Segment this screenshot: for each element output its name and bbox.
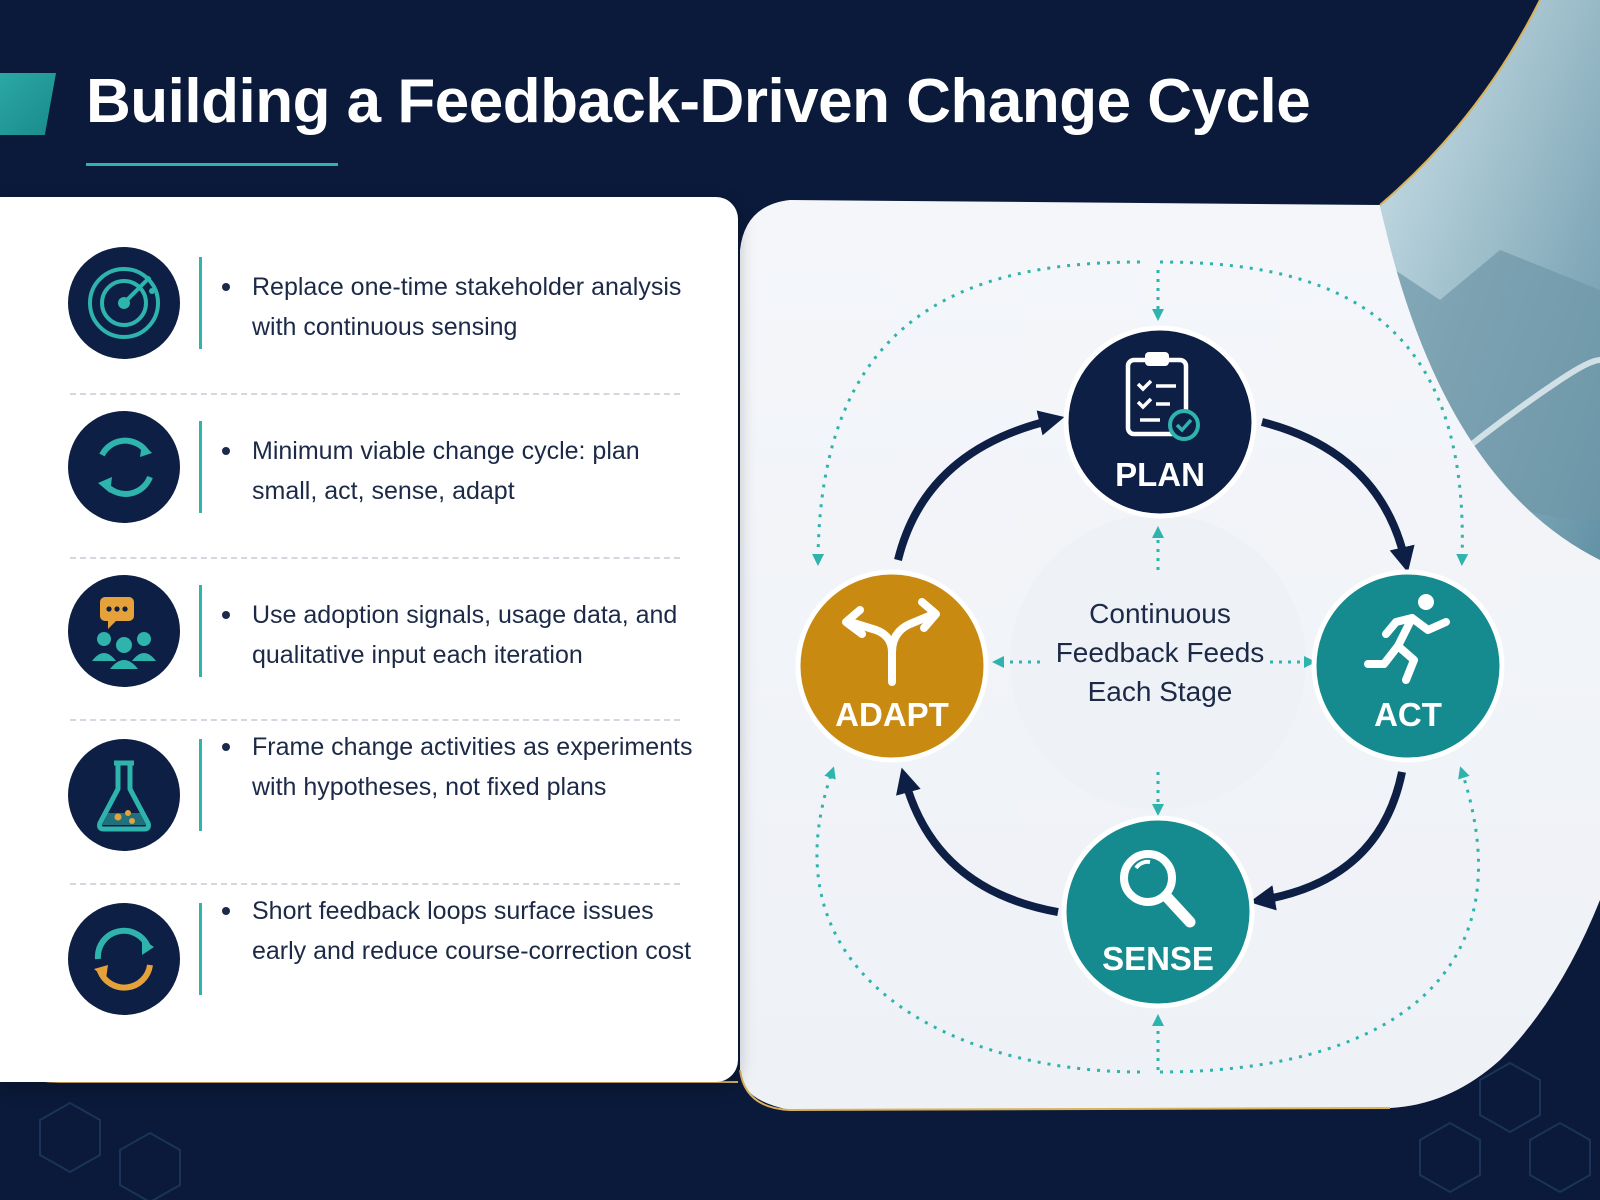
list-item: Replace one-time stakeholder analysis wi…: [0, 225, 738, 385]
bullet-accent-bar: [199, 903, 202, 995]
divider: [70, 393, 680, 395]
bullet-dot: [222, 611, 230, 619]
people-feedback-icon: [68, 575, 180, 687]
radar-icon: [68, 247, 180, 359]
loop-arrows-icon: [68, 903, 180, 1015]
bullet-dot: [222, 283, 230, 291]
cycle-arrow-plan-act: [1261, 418, 1415, 573]
feedback-loop-arrow: [812, 260, 1141, 566]
title-underline: [86, 163, 338, 166]
magnifier-icon: [1120, 850, 1196, 928]
split-arrows-icon: [842, 598, 940, 686]
bullet-accent-bar: [199, 421, 202, 513]
bullet-accent-bar: [199, 739, 202, 831]
bullet-text: Replace one-time stakeholder analysis wi…: [252, 273, 682, 341]
list-item: Use adoption signals, usage data, and qu…: [0, 553, 738, 713]
list-item: Minimum viable change cycle: plan small,…: [0, 389, 738, 549]
bullet-text: Use adoption signals, usage data, and qu…: [252, 601, 678, 669]
running-person-icon: [1364, 594, 1450, 684]
node-act: [1311, 569, 1505, 763]
bullet-panel: Replace one-time stakeholder analysis wi…: [0, 197, 738, 1082]
feedback-loop-arrow: [815, 766, 1141, 1074]
node-adapt: [795, 569, 989, 763]
cycle-arrow-sense-adapt: [896, 767, 1059, 916]
list-item: Frame change activities as experiments w…: [0, 717, 738, 877]
cycle-arrow-act-sense: [1249, 771, 1406, 911]
bullet-dot: [222, 907, 230, 915]
bullet-accent-bar: [199, 585, 202, 677]
center-label: Continuous Feedback Feeds Each Stage: [1055, 598, 1265, 707]
bullet-dot: [222, 743, 230, 751]
bullet-text: Minimum viable change cycle: plan small,…: [252, 437, 640, 505]
node-label-sense: SENSE: [1102, 940, 1214, 977]
node-sense: [1061, 815, 1255, 1009]
center-hub: [1010, 514, 1306, 810]
node-plan: [1063, 325, 1257, 519]
cycle-arrow-adapt-plan: [894, 410, 1065, 561]
feedback-loop-arrow: [1159, 260, 1469, 566]
list-item: Short feedback loops surface issues earl…: [0, 881, 738, 1041]
bullet-dot: [222, 447, 230, 455]
divider: [70, 883, 680, 885]
divider: [70, 557, 680, 559]
divider: [70, 719, 680, 721]
node-label-act: ACT: [1374, 696, 1442, 733]
flask-icon: [68, 739, 180, 851]
bullet-text: Short feedback loops surface issues earl…: [252, 897, 692, 965]
cycle-arrows-icon: [68, 411, 180, 523]
bullet-text: Frame change activities as experiments w…: [252, 733, 693, 801]
node-label-adapt: ADAPT: [835, 696, 949, 733]
bullet-accent-bar: [199, 257, 202, 349]
page-title: Building a Feedback-Driven Change Cycle: [86, 67, 1311, 136]
node-label-plan: PLAN: [1115, 456, 1205, 493]
clipboard-check-icon: [1125, 352, 1200, 441]
